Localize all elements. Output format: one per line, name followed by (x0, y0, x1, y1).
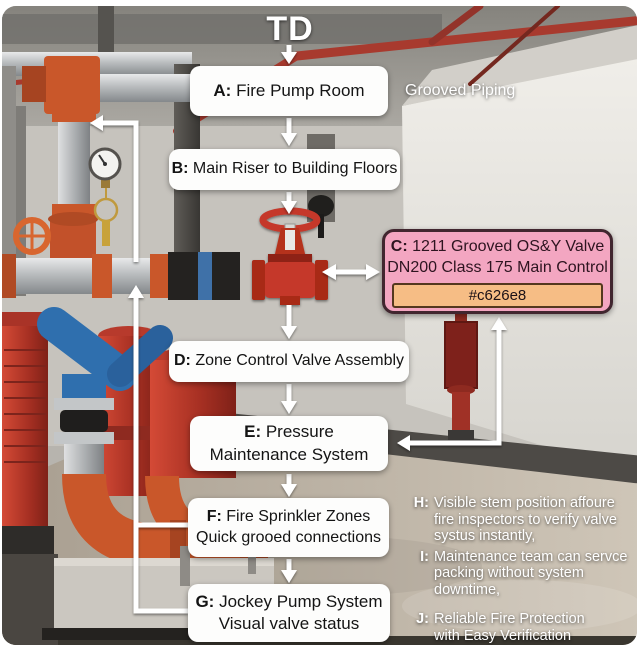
blue-strainer-valve (37, 307, 254, 572)
red-standpipe (444, 306, 478, 440)
photo-frame: TD Grooved Piping A: Fire Pump Room B: M… (2, 6, 637, 645)
yellow-tag (93, 188, 119, 246)
arrow-a-to-b (281, 118, 297, 146)
color-swatch-label: #c626e8 (468, 287, 527, 305)
ceiling-beam (402, 25, 637, 106)
suction-header-pipe (2, 252, 240, 300)
note-i: I: Maintenance team can servce packing w… (420, 548, 628, 598)
arrow-td-to-a (281, 45, 297, 64)
node-g-jockey-pump: G: Jockey Pump System Visual valve statu… (188, 584, 390, 642)
diagram-title: TD (266, 10, 314, 48)
note-j: J: Reliable Fire Protection with Easy Ve… (416, 611, 585, 644)
annotation-notes: H: Visible stem position affoure fire in… (408, 495, 637, 645)
arrow-valve-to-d (281, 305, 297, 339)
flow-arrows (90, 45, 507, 614)
grooved-piping-label: Grooved Piping (405, 82, 516, 99)
color-swatch: #c626e8 (392, 283, 603, 309)
connector-c-to-e (397, 317, 507, 451)
note-h: H: Visible stem position affoure fire in… (413, 495, 617, 544)
arrow-e-to-f (281, 474, 297, 497)
node-d-zone-control: D: Zone Control Valve Assembly (169, 341, 409, 382)
arrow-d-to-e (281, 384, 297, 414)
connector-left-to-riser (90, 115, 139, 262)
node-b-main-riser: B: Main Riser to Building Floors (169, 149, 400, 190)
arrow-valve-to-c-double (322, 264, 380, 280)
node-a-fire-pump-room: A: Fire Pump Room (190, 66, 388, 116)
orange-handwheel (13, 217, 51, 255)
arrow-f-to-g (281, 559, 297, 583)
arrow-b-to-valve (281, 192, 297, 214)
connector-f-g-trunk (128, 285, 188, 614)
node-c-osy-valve-highlight: C: 1211 Grooved OS&Y Valve DN200 Class 1… (382, 229, 613, 314)
pressure-gauge (88, 147, 122, 188)
osy-valve-image (252, 207, 328, 305)
main-riser-pipe (13, 56, 208, 264)
diagram-overlay (90, 45, 507, 614)
node-f-sprinkler-zones: F: Fire Sprinkler Zones Quick grooed con… (188, 498, 389, 557)
node-e-pressure-maintenance: E: Pressure Maintenance System (190, 416, 388, 471)
